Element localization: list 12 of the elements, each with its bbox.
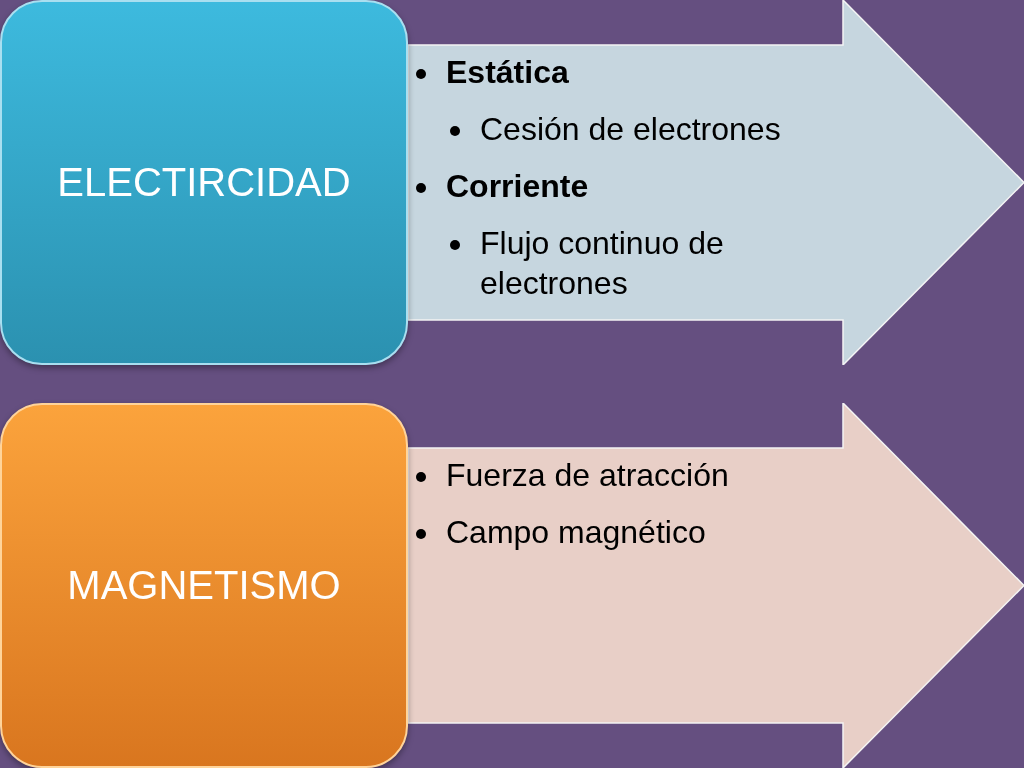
bullet-heading: Estática [446, 53, 570, 92]
category-box [0, 403, 408, 768]
bullet-item: Campo magnético [446, 513, 707, 552]
category-title: ELECTIRCIDAD [57, 160, 351, 205]
category-box [0, 0, 408, 365]
arrow-shape [408, 403, 1024, 768]
bullet-item: Flujo continuo de electrones [480, 224, 725, 303]
bullet-heading: Corriente [446, 167, 590, 206]
bullet-item: Fuerza de atracción [446, 456, 730, 495]
bullet-item: Cesión de electrones [480, 110, 782, 149]
category-title: MAGNETISMO [67, 563, 341, 608]
arrow-shape [408, 0, 1024, 365]
